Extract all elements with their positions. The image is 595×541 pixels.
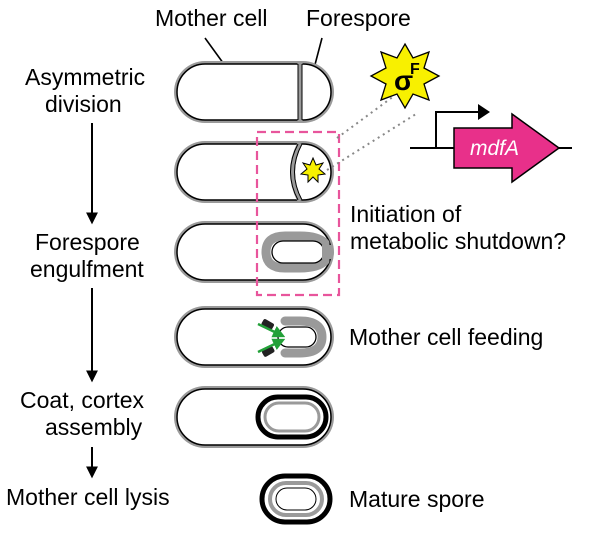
cell-mother-cell-feeding xyxy=(174,306,334,368)
initiation-label-2: metabolic shutdown? xyxy=(350,228,566,254)
highlight-box xyxy=(255,130,341,297)
dotted-zoom-line-2 xyxy=(326,113,417,171)
mother-cell-lysis-label: Mother cell lysis xyxy=(6,484,170,510)
cell-engulfment xyxy=(174,221,334,283)
cell-asymmetric-division xyxy=(174,61,334,123)
mature-spore-label: Mature spore xyxy=(349,486,485,512)
asymmetric-division-label-2: division xyxy=(45,91,122,117)
gene-arrow xyxy=(453,112,561,184)
coat-cortex-label-2: assembly xyxy=(45,414,143,440)
feeding-arrow-bottom xyxy=(257,338,286,354)
forespore-label: Forespore xyxy=(306,5,411,31)
feeding-arrow-top xyxy=(257,322,286,338)
sigma-f-star-icon: σ F xyxy=(369,42,441,110)
sigma-symbol: σ xyxy=(394,65,413,96)
sigma-superscript: F xyxy=(410,61,420,78)
mother-cell-feeding-label: Mother cell feeding xyxy=(349,324,543,350)
coat-cortex-label-1: Coat, cortex xyxy=(20,387,144,413)
cell-coat-cortex xyxy=(174,386,334,448)
small-sigma-star-icon xyxy=(299,156,327,184)
initiation-label-1: Initiation of xyxy=(350,201,462,227)
cell-sigma-activation xyxy=(174,141,334,203)
asymmetric-division-label-1: Asymmetric xyxy=(25,64,145,90)
gene-name: mdfA xyxy=(470,137,519,160)
mature-spore xyxy=(259,473,333,525)
dotted-zoom-line-1 xyxy=(336,95,395,139)
mother-cell-label: Mother cell xyxy=(155,5,267,31)
engulfment-label-1: Forespore xyxy=(35,229,140,255)
mdfa-gene: mdfA xyxy=(410,104,572,184)
promoter-arrow xyxy=(435,111,478,148)
engulfment-label-2: engulfment xyxy=(30,256,144,282)
